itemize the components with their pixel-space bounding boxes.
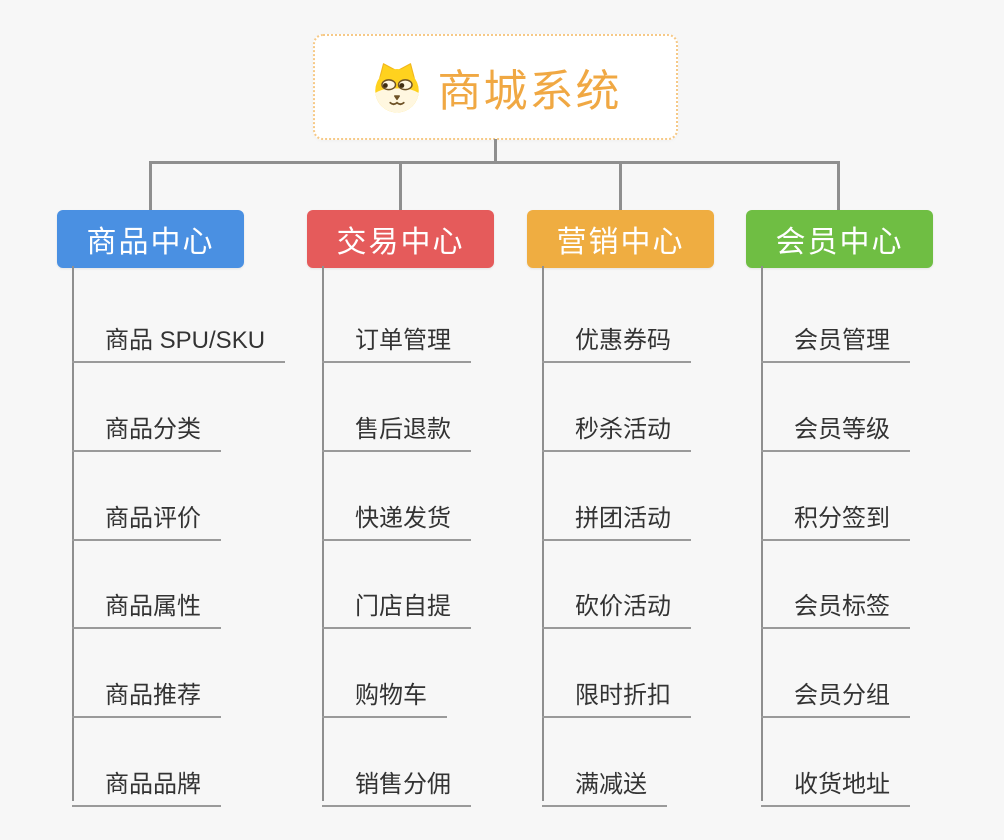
connector-trunk-1 [72, 266, 74, 801]
leaf-node[interactable]: 门店自提 [322, 583, 471, 629]
root-node[interactable]: 商城系统 [313, 34, 678, 140]
connector-trunk-4 [761, 266, 763, 801]
leaf-node[interactable]: 满减送 [542, 761, 667, 807]
connector-rail [149, 161, 840, 164]
leaf-node[interactable]: 限时折扣 [542, 672, 691, 718]
leaf-node[interactable]: 销售分佣 [322, 761, 471, 807]
leaf-node[interactable]: 商品分类 [72, 406, 221, 452]
leaf-node[interactable]: 会员标签 [761, 583, 910, 629]
root-title: 商城系统 [437, 67, 622, 116]
connector-drop-4 [837, 161, 840, 211]
leaf-node[interactable]: 拼团活动 [542, 495, 691, 541]
leaf-node[interactable]: 积分签到 [761, 495, 910, 541]
leaf-node[interactable]: 商品 SPU/SKU [72, 317, 286, 363]
leaf-node[interactable]: 会员等级 [761, 406, 910, 452]
leaf-node[interactable]: 商品属性 [72, 583, 221, 629]
leaf-node[interactable]: 商品品牌 [72, 761, 221, 807]
leaf-node[interactable]: 售后退款 [322, 406, 471, 452]
connector-drop-1 [149, 161, 152, 211]
connector-root-stub [494, 139, 497, 164]
leaf-node[interactable]: 砍价活动 [542, 583, 691, 629]
leaf-node[interactable]: 订单管理 [322, 317, 471, 363]
shiba-dog-icon [374, 63, 419, 113]
connector-trunk-3 [542, 266, 544, 801]
branch-node-member[interactable]: 会员中心 [746, 210, 933, 268]
leaf-node[interactable]: 商品推荐 [72, 672, 221, 718]
leaf-node[interactable]: 快递发货 [322, 495, 471, 541]
branch-node-product[interactable]: 商品中心 [57, 210, 244, 268]
branch-node-trade[interactable]: 交易中心 [307, 210, 494, 268]
leaf-node[interactable]: 收货地址 [761, 761, 910, 807]
connector-drop-2 [399, 161, 402, 211]
connector-trunk-2 [322, 266, 324, 801]
leaf-node[interactable]: 会员分组 [761, 672, 910, 718]
leaf-node[interactable]: 秒杀活动 [542, 406, 691, 452]
leaf-node[interactable]: 会员管理 [761, 317, 910, 363]
branch-node-marketing[interactable]: 营销中心 [527, 210, 714, 268]
leaf-node[interactable]: 购物车 [322, 672, 447, 718]
connector-drop-3 [619, 161, 622, 211]
leaf-node[interactable]: 优惠券码 [542, 317, 691, 363]
leaf-node[interactable]: 商品评价 [72, 495, 221, 541]
